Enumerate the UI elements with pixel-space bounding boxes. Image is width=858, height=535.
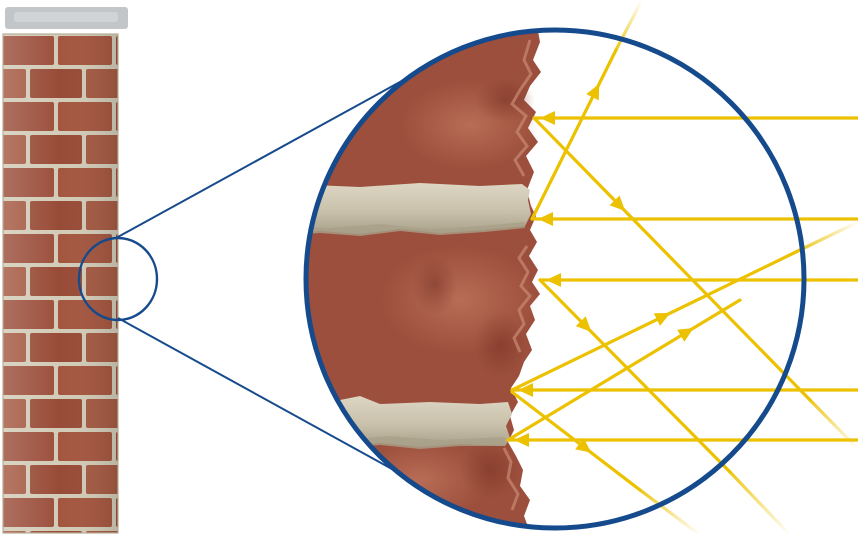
magnified-surface [290, 20, 541, 535]
reflected-ray-fade [810, 400, 858, 449]
reflected-ray-fade [800, 222, 858, 250]
reflected-ray-fade [730, 472, 790, 535]
brick-dent-shadow [413, 255, 457, 315]
brick-wall-shading [3, 34, 118, 533]
blurred-label-highlight [14, 12, 118, 22]
brick-wall [3, 34, 118, 533]
